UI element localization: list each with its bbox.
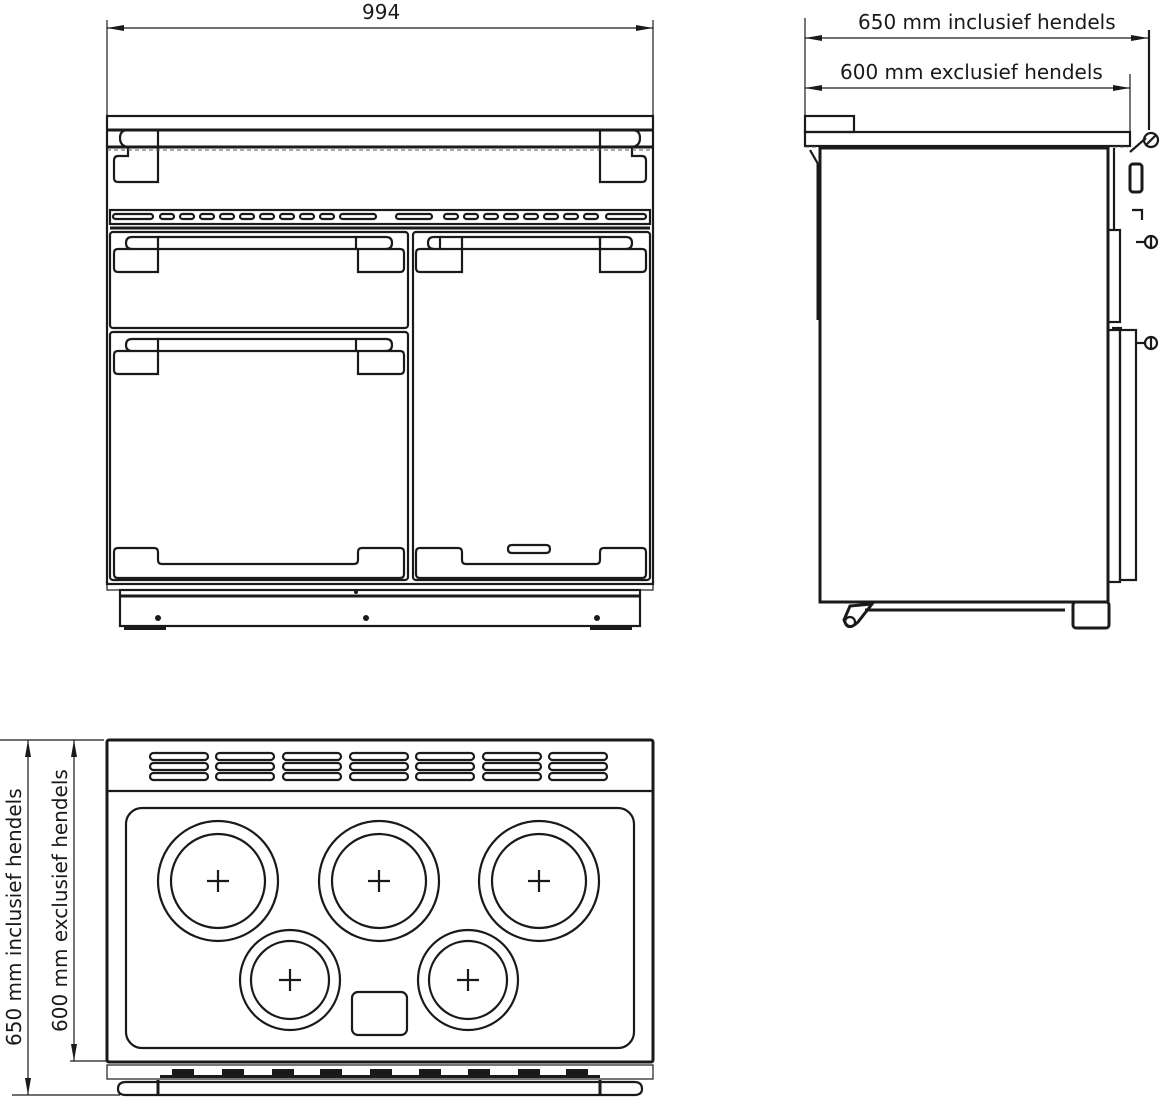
width-dimension-line [106, 20, 654, 115]
side-depth-incl-label: 650 mm inclusief hendels [858, 10, 1116, 34]
top-view-drawing [0, 738, 655, 1097]
control-knob-icon [1128, 162, 1144, 194]
burner-back-center [317, 819, 441, 943]
side-door-profiles [1106, 228, 1138, 584]
burner-back-right [477, 819, 601, 943]
control-knobs [106, 1064, 654, 1097]
side-body [809, 146, 1116, 604]
top-handle-icon [1142, 131, 1160, 149]
burner-back-left [156, 819, 280, 943]
side-handles [1128, 131, 1160, 351]
upper-left-oven-door [108, 230, 410, 330]
top-drawer [107, 128, 653, 184]
top-dimension-lines [0, 739, 120, 1096]
lower-left-oven-door [108, 330, 410, 582]
side-feet [842, 600, 1111, 630]
side-depth-excl-label: 600 mm exclusief hendels [840, 60, 1103, 84]
burner-front-left [238, 928, 342, 1032]
plinth [106, 583, 654, 630]
top-depth-excl-label: 600 mm exclusief hendels [48, 769, 72, 1032]
width-dimension-label: 994 [362, 0, 401, 24]
front-view: 994 [0, 0, 700, 660]
side-view: 650 mm inclusief hendels 600 mm exclusie… [790, 0, 1168, 660]
top-view: 650 mm inclusief hendels 600 mm exclusie… [0, 720, 700, 1104]
top-depth-incl-label: 650 mm inclusief hendels [2, 788, 26, 1046]
control-panel [108, 208, 652, 230]
vent-slots [148, 751, 609, 782]
front-view-drawing [105, 20, 655, 630]
touch-control-panel [350, 990, 409, 1037]
side-dimension-lines [804, 18, 1151, 132]
side-view-drawing [803, 18, 1160, 630]
wheel-icon [843, 615, 857, 629]
right-oven-door [411, 230, 652, 582]
door-handle-icon [506, 543, 552, 555]
burner-front-right [416, 928, 520, 1032]
